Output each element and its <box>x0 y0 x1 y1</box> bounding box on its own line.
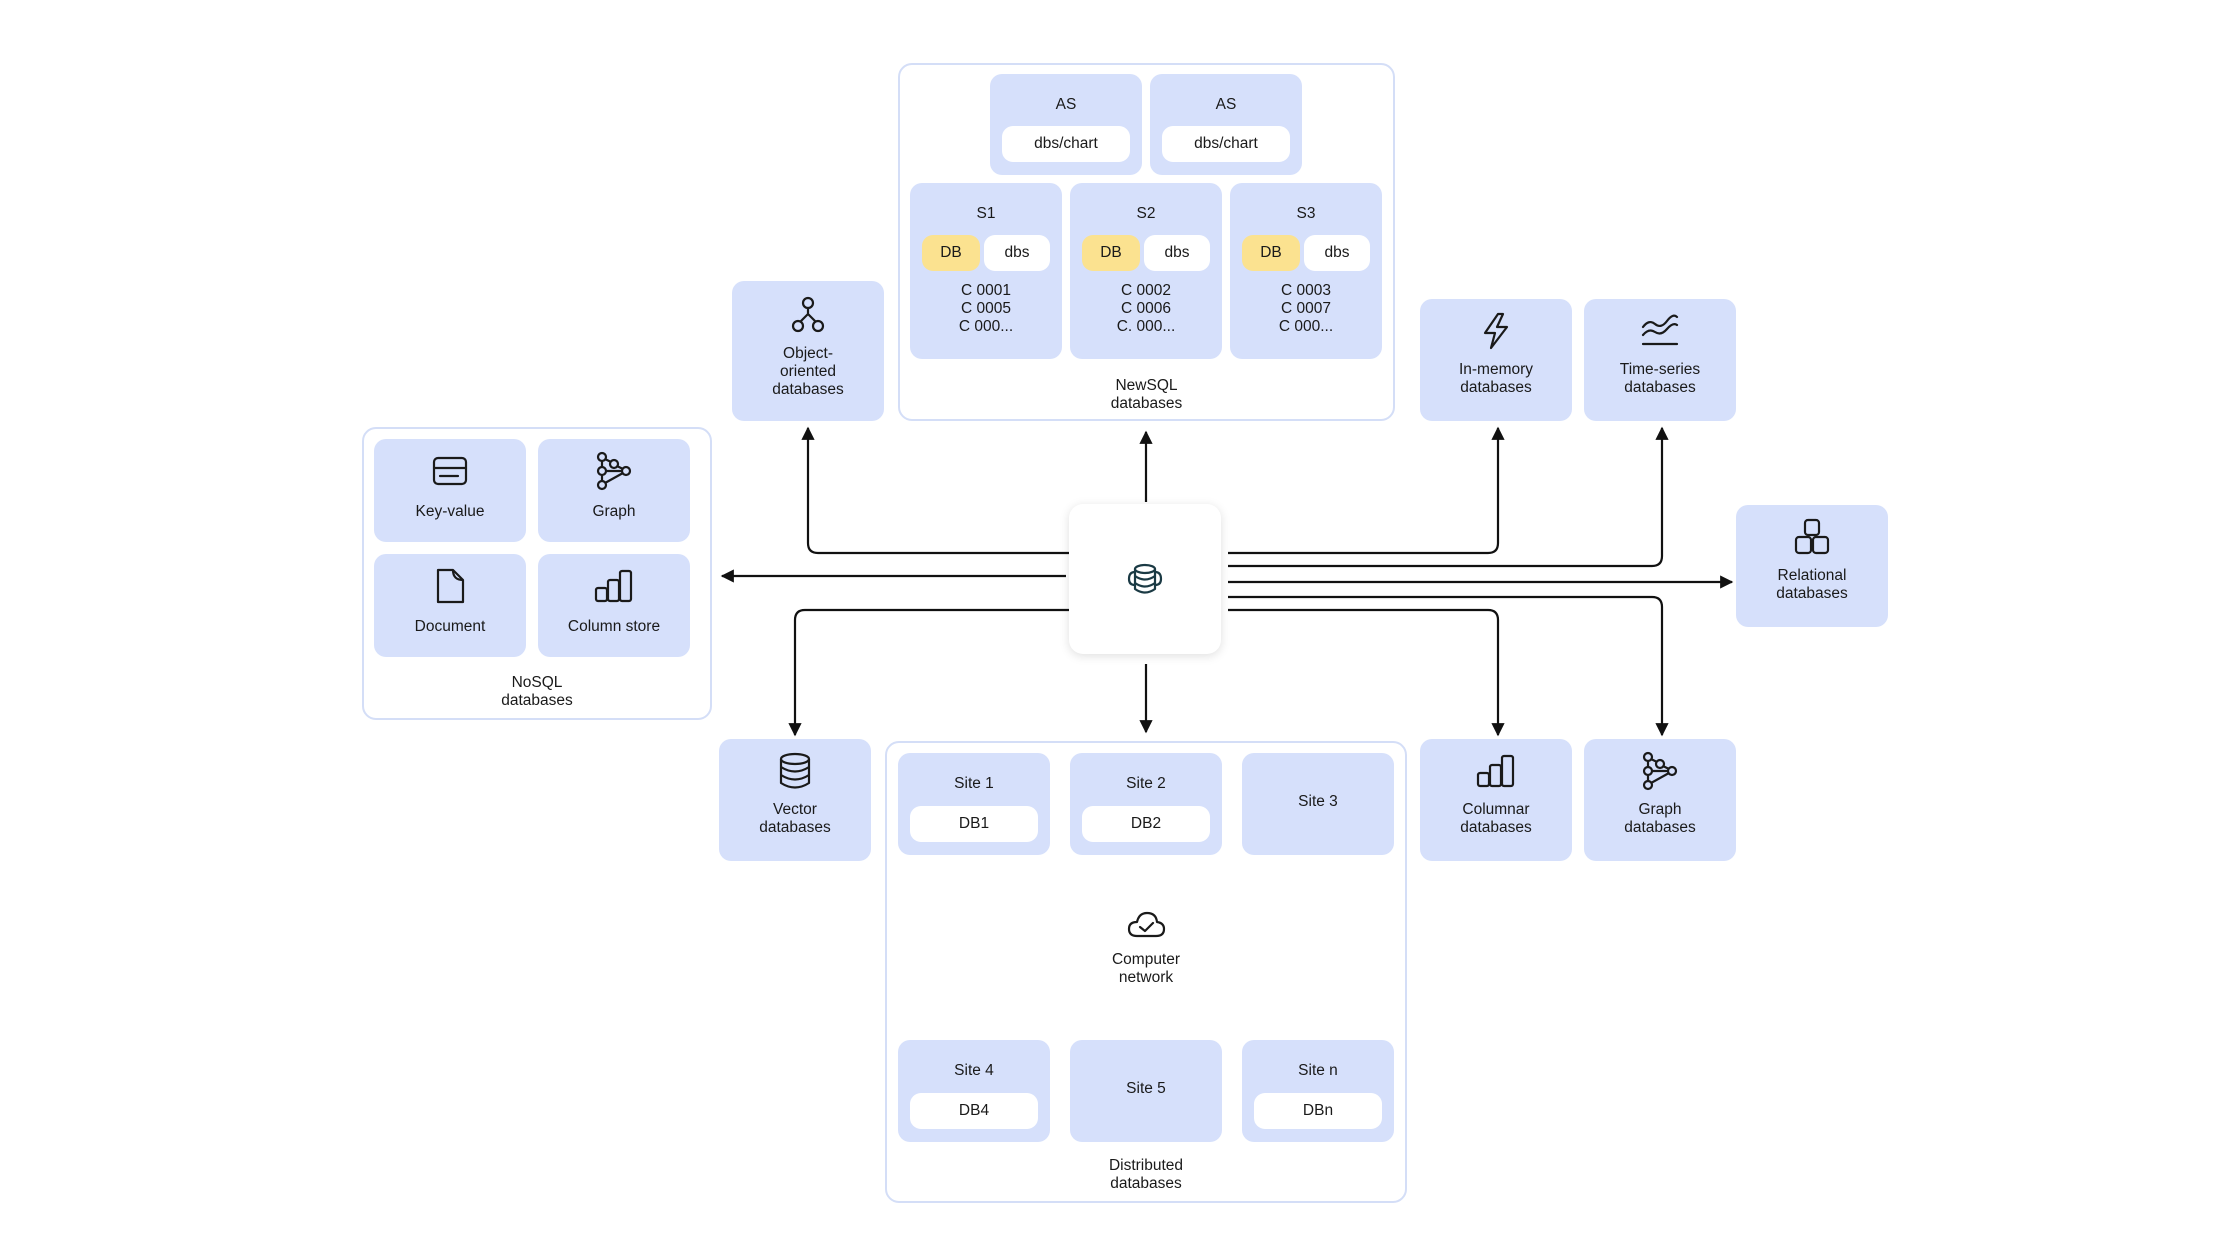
nosql-column-store-card: Column store <box>538 554 690 657</box>
newsql-caption: NewSQL databases <box>1110 377 1183 412</box>
distributed-caption: Distributed databases <box>1108 1157 1184 1192</box>
server-codes: C 0002 C 0006 C. 000... <box>1070 282 1222 336</box>
column-chart-icon <box>1476 751 1516 791</box>
arrow-to-graph-databases <box>1228 595 1669 737</box>
vector-databases-card: Vector databases <box>719 739 871 861</box>
server-card-s2: S2 DB dbs C 0002 C 0006 C. 000... <box>1070 183 1222 359</box>
site-card: Site n DBn <box>1242 1040 1394 1142</box>
code: C 000... <box>958 318 1014 335</box>
nosql-document-card: Document <box>374 554 526 657</box>
arrow-to-in-memory <box>1228 426 1505 555</box>
in-memory-databases-card: In-memory databases <box>1420 299 1572 421</box>
server-title: S3 <box>1296 205 1316 222</box>
site-card: Site 4 DB4 <box>898 1040 1050 1142</box>
code: C 0007 <box>1281 300 1331 317</box>
database-cloud-icon <box>1125 559 1165 599</box>
document-icon <box>430 566 470 606</box>
site-title: Site 2 <box>1126 775 1166 792</box>
object-network-icon <box>788 295 828 335</box>
server-card-s3: S3 DB dbs C 0003 C 0007 C 000... <box>1230 183 1382 359</box>
card-label: Graph <box>592 503 636 520</box>
site-title: Site 1 <box>954 775 994 792</box>
code: C 000... <box>1278 318 1334 335</box>
time-series-databases-card: Time-series databases <box>1584 299 1736 421</box>
code: C 0005 <box>961 300 1011 317</box>
db-pill: DB <box>1242 235 1300 271</box>
card-label: Object- oriented databases <box>772 345 844 398</box>
dbs-pill: dbs <box>984 235 1050 271</box>
nosql-graph-card: Graph <box>538 439 690 542</box>
app-server-card: AS dbs/chart <box>990 74 1142 175</box>
cloud-check-icon <box>1126 904 1166 944</box>
code: C 0001 <box>961 282 1011 299</box>
code: C 0006 <box>1121 300 1171 317</box>
waves-icon <box>1640 311 1680 351</box>
server-codes: C 0001 C 0005 C 000... <box>910 282 1062 336</box>
app-server-title: AS <box>1055 96 1077 113</box>
site-db-pill: DB1 <box>910 806 1038 842</box>
card-label: Column store <box>567 618 661 635</box>
server-codes: C 0003 C 0007 C 000... <box>1230 282 1382 336</box>
server-title: S2 <box>1136 205 1156 222</box>
card-label: In-memory databases <box>1458 361 1534 396</box>
arrow-to-columnar <box>1228 608 1505 737</box>
cubes-icon <box>1792 517 1832 557</box>
db-pill: DB <box>922 235 980 271</box>
database-icon <box>775 751 815 791</box>
server-card-s1: S1 DB dbs C 0001 C 0005 C 000... <box>910 183 1062 359</box>
site-card: Site 1 DB1 <box>898 753 1050 855</box>
site-db-pill: DBn <box>1254 1093 1382 1129</box>
site-title: Site 5 <box>1126 1080 1166 1097</box>
card-label: Document <box>414 618 486 635</box>
site-db-pill: DB2 <box>1082 806 1210 842</box>
site-card: Site 5 <box>1070 1040 1222 1142</box>
arrow-to-time-series <box>1228 426 1669 568</box>
dbs-pill: dbs <box>1304 235 1370 271</box>
app-server-pill: dbs/chart <box>1162 126 1290 162</box>
key-value-icon <box>430 451 470 491</box>
lightning-icon <box>1476 311 1516 351</box>
column-chart-icon <box>594 566 634 606</box>
nosql-key-value-card: Key-value <box>374 439 526 542</box>
card-label: Vector databases <box>759 801 831 836</box>
site-db-pill: DB4 <box>910 1093 1038 1129</box>
code: C 0002 <box>1121 282 1171 299</box>
central-database-hub[interactable] <box>1069 504 1221 654</box>
nosql-caption: NoSQL databases <box>501 674 573 709</box>
dbs-pill: dbs <box>1144 235 1210 271</box>
network-label: Computer network <box>1111 951 1181 986</box>
app-server-pill: dbs/chart <box>1002 126 1130 162</box>
arrow-to-object-oriented <box>801 426 1069 555</box>
relational-databases-card: Relational databases <box>1736 505 1888 627</box>
app-server-title: AS <box>1215 96 1237 113</box>
site-card: Site 2 DB2 <box>1070 753 1222 855</box>
arrow-to-vector <box>788 608 1069 737</box>
card-label: Graph databases <box>1624 801 1696 836</box>
card-label: Columnar databases <box>1460 801 1532 836</box>
graph-databases-card: Graph databases <box>1584 739 1736 861</box>
site-card: Site 3 <box>1242 753 1394 855</box>
server-title: S1 <box>976 205 996 222</box>
site-title: Site 3 <box>1298 793 1338 810</box>
card-label: Relational databases <box>1776 567 1848 602</box>
columnar-databases-card: Columnar databases <box>1420 739 1572 861</box>
site-title: Site 4 <box>954 1062 994 1079</box>
app-server-card: AS dbs/chart <box>1150 74 1302 175</box>
card-label: Time-series databases <box>1619 361 1701 396</box>
object-oriented-databases-card: Object- oriented databases <box>732 281 884 421</box>
code: C. 000... <box>1116 318 1176 335</box>
code: C 0003 <box>1281 282 1331 299</box>
graph-icon <box>594 451 634 491</box>
site-title: Site n <box>1298 1062 1338 1079</box>
db-pill: DB <box>1082 235 1140 271</box>
graph-icon <box>1640 751 1680 791</box>
card-label: Key-value <box>415 503 485 520</box>
